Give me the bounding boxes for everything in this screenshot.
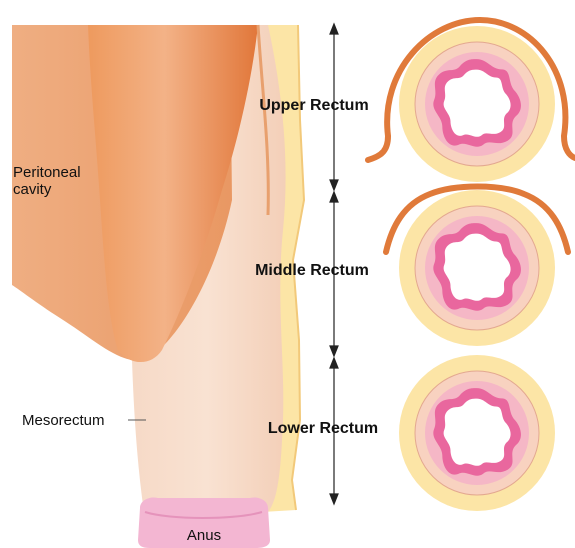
peritoneal-cavity-label-line1: Peritoneal [13, 164, 81, 181]
middle-rectum-cross-section [386, 187, 568, 347]
middle-rectum-label: Middle Rectum [255, 262, 369, 279]
lower-arrow-head-bottom [330, 494, 338, 504]
middle-arrow-head-top [330, 192, 338, 202]
upper-rectum-cross-section [368, 20, 575, 182]
upper-rectum-label: Upper Rectum [259, 97, 368, 114]
mesorectum-label: Mesorectum [22, 412, 105, 429]
middle-arrow-head-bottom [330, 346, 338, 356]
upper-arrow-head-bottom [330, 180, 338, 190]
lower-rectum-label: Lower Rectum [268, 420, 378, 437]
peritoneal-cavity-label-line2: cavity [13, 181, 52, 198]
lower-arrow-head-top [330, 358, 338, 368]
anus-label: Anus [187, 527, 221, 544]
lower-rectum-cross-section [399, 355, 555, 511]
upper-arrow-head-top [330, 24, 338, 34]
